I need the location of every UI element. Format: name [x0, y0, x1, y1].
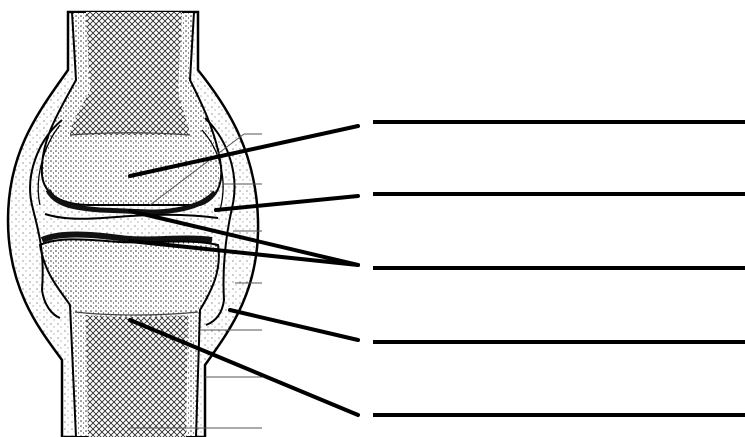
answer-blank-1[interactable] — [373, 120, 745, 124]
lower-bone-spongy — [86, 315, 188, 437]
answer-blank-4[interactable] — [373, 340, 745, 344]
answer-blank-3[interactable] — [373, 266, 745, 270]
answer-blank-2[interactable] — [373, 192, 745, 196]
leader-line-4 — [230, 310, 358, 340]
answer-blank-5[interactable] — [373, 413, 745, 417]
